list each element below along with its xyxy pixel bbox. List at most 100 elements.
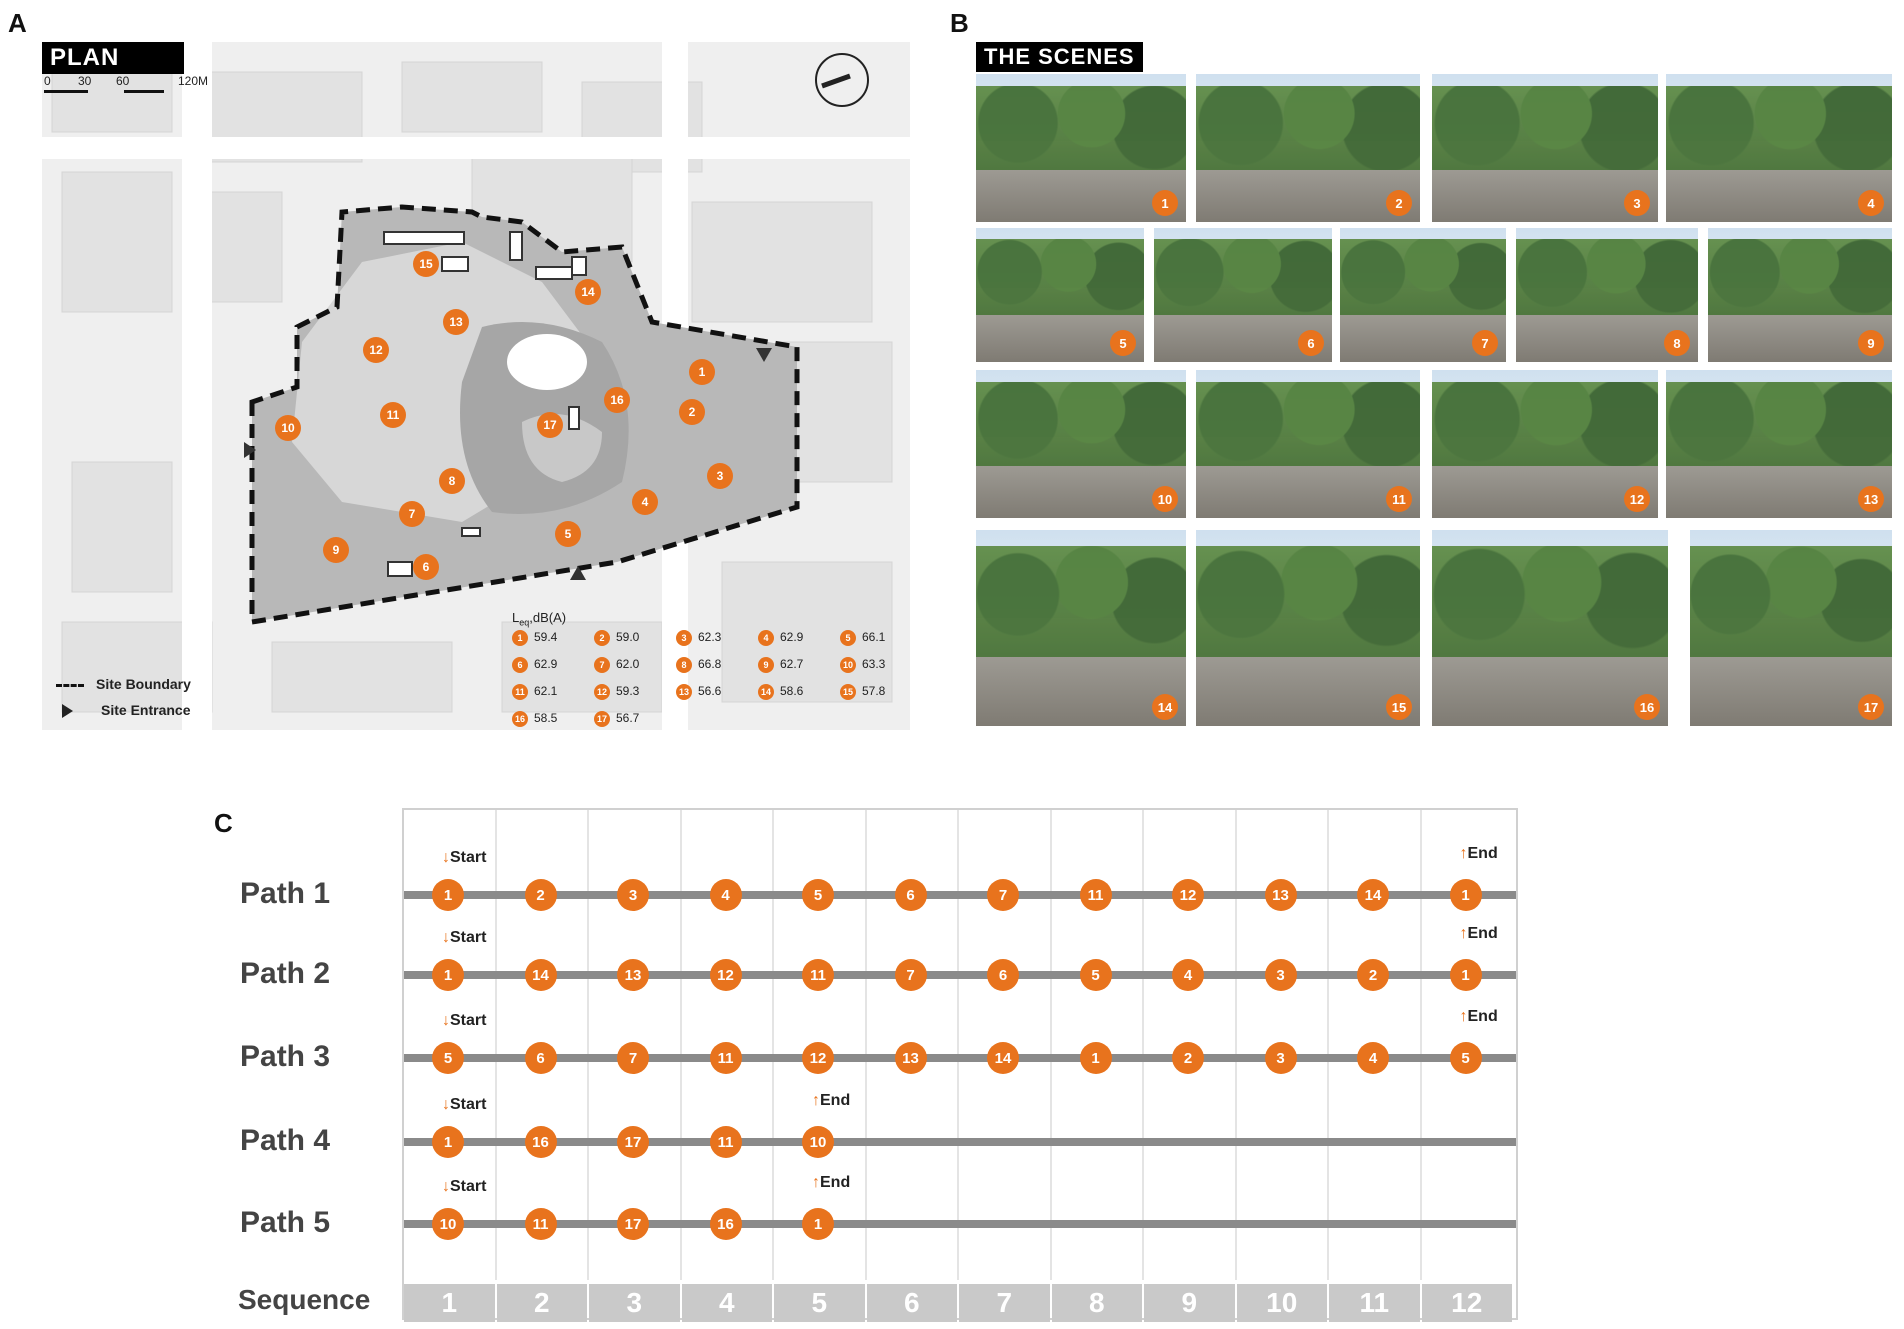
path-5-node-2: 11: [524, 1208, 557, 1240]
start-label: Start: [450, 849, 487, 866]
scene-number-12: 12: [1624, 486, 1650, 512]
path-line-1: [404, 891, 1516, 899]
grid-column-divider: [1327, 810, 1329, 1280]
scene-photo-1: 1: [976, 74, 1186, 222]
down-arrow-icon: ↓: [442, 1096, 450, 1113]
leq-value-9: 62.7: [780, 657, 804, 672]
scale-tick-120: 120M: [178, 74, 209, 88]
path-5-node-5: 1: [802, 1208, 834, 1240]
start-label: Start: [450, 1012, 487, 1029]
grid-column-divider: [1142, 810, 1144, 1280]
leq-marker-4: 4: [758, 630, 774, 646]
leq-value-15: 57.8: [862, 684, 886, 699]
path-label-2: Path 2: [240, 957, 331, 990]
map-marker-14: 14: [575, 279, 601, 305]
end-label: End: [820, 1092, 851, 1109]
scene-photo-12: 12: [1432, 370, 1658, 518]
map-marker-3: 3: [707, 463, 733, 489]
end-label: End: [820, 1174, 851, 1191]
legend-entrance: Site Entrance: [56, 702, 190, 719]
path-2-node-8: 5: [1079, 959, 1112, 991]
path-4-end-flag: ↑End: [812, 1092, 850, 1110]
leq-value-3: 62.3: [698, 630, 722, 645]
scene-number-11: 11: [1386, 486, 1412, 512]
map-marker-1: 1: [689, 359, 715, 385]
sequence-cell-8: 8: [1051, 1284, 1142, 1322]
map-marker-11: 11: [380, 402, 406, 428]
leq-marker-7: 7: [594, 657, 610, 673]
scene-photo-17: 17: [1690, 530, 1892, 726]
scene-number-5: 5: [1110, 330, 1136, 356]
path-3-node-5: 12: [802, 1042, 834, 1074]
path-line-5: [404, 1220, 1516, 1228]
path-label-3: Path 3: [240, 1040, 331, 1073]
sequence-cell-2: 2: [496, 1284, 587, 1322]
map-marker-12: 12: [363, 337, 389, 363]
scene-number-3: 3: [1624, 190, 1650, 216]
start-label: Start: [450, 1178, 487, 1195]
path-1-node-12: 1: [1449, 879, 1482, 911]
map-marker-9: 9: [323, 537, 349, 563]
path-2-node-12: 1: [1449, 959, 1482, 991]
scene-number-9: 9: [1858, 330, 1884, 356]
plan-title: PLAN: [42, 42, 184, 74]
path-3-start-flag: ↓Start: [442, 1012, 486, 1030]
path-2-node-10: 3: [1264, 959, 1297, 991]
scene-number-10: 10: [1152, 486, 1178, 512]
path-1-node-4: 4: [709, 879, 742, 911]
map-marker-7: 7: [399, 501, 425, 527]
scene-number-17: 17: [1858, 694, 1884, 720]
leq-value-2: 59.0: [616, 630, 640, 645]
leq-label: Leq,dB(A): [512, 610, 567, 628]
leq-entry-17: 17 56.7: [594, 711, 639, 727]
path-3-node-2: 6: [524, 1042, 557, 1074]
leq-marker-17: 17: [594, 711, 610, 727]
path-3-node-1: 5: [432, 1042, 464, 1074]
scene-number-2: 2: [1386, 190, 1412, 216]
leq-value-6: 62.9: [534, 657, 558, 672]
grid-column-divider: [864, 810, 867, 1280]
path-4-start-flag: ↓Start: [442, 1096, 486, 1114]
dashed-line-icon: [56, 683, 84, 687]
path-grid: [402, 808, 1518, 1320]
scene-number-16: 16: [1634, 694, 1660, 720]
panel-b-letter: B: [950, 8, 969, 38]
grid-column-divider: [494, 810, 497, 1280]
scene-number-1: 1: [1152, 190, 1178, 216]
map-marker-5: 5: [555, 521, 581, 547]
path-2-node-9: 4: [1172, 959, 1204, 991]
down-arrow-icon: ↓: [442, 1178, 450, 1195]
grid-column-divider: [1419, 810, 1422, 1280]
scene-photo-3: 3: [1432, 74, 1658, 222]
path-4-node-4: 11: [709, 1126, 742, 1158]
grid-column-divider: [772, 810, 774, 1280]
leq-value-7: 62.0: [616, 657, 640, 672]
leq-value-17: 56.7: [616, 711, 640, 726]
path-3-node-7: 14: [987, 1042, 1019, 1074]
scene-photo-2: 2: [1196, 74, 1420, 222]
path-1-node-7: 7: [987, 879, 1019, 911]
path-1-node-11: 14: [1357, 879, 1389, 911]
leq-marker-5: 5: [840, 630, 856, 646]
scene-photo-9: 9: [1708, 228, 1892, 362]
scene-number-6: 6: [1298, 330, 1324, 356]
scene-photo-5: 5: [976, 228, 1144, 362]
scene-number-15: 15: [1386, 694, 1412, 720]
leq-value-12: 59.3: [616, 684, 640, 699]
start-label: Start: [450, 1096, 487, 1113]
grid-column-divider: [1234, 810, 1237, 1280]
sequence-cell-3: 3: [589, 1284, 680, 1322]
path-1-node-3: 3: [617, 879, 649, 911]
grid-column-divider: [679, 810, 682, 1280]
path-3-node-4: 11: [709, 1042, 742, 1074]
end-label: End: [1467, 925, 1498, 942]
scale-tick-30: 30: [78, 74, 92, 88]
triangle-icon: [62, 704, 73, 719]
